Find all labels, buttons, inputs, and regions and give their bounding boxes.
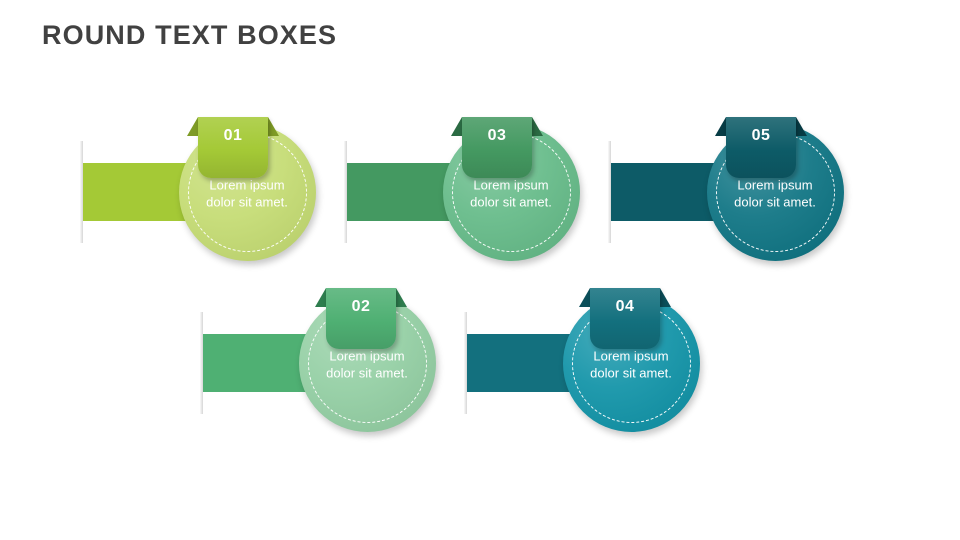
ribbon-fold-right-icon [532,117,543,136]
callout-number-05: 05 [751,127,771,144]
ribbon-tab-face [590,288,660,349]
callout-number-01: 01 [223,127,243,144]
ribbon-fold-left-icon [451,117,462,136]
callout-number-04: 04 [615,298,635,315]
ribbon-fold-left-icon [315,288,326,307]
ribbon-tab-02[interactable]: 02 [315,288,407,360]
ribbon-fold-right-icon [396,288,407,307]
ribbon-tab-04[interactable]: 04 [579,288,671,360]
ribbon-tab-03[interactable]: 03 [451,117,543,189]
ribbon-tab-05[interactable]: 05 [715,117,807,189]
ribbon-tab-face [726,117,796,178]
tail-end-edge [79,141,83,243]
ribbon-fold-left-icon [715,117,726,136]
tail-end-edge [199,312,203,414]
ribbon-fold-right-icon [796,117,807,136]
ribbon-tab-face [326,288,396,349]
ribbon-tab-face [198,117,268,178]
ribbon-fold-right-icon [660,288,671,307]
page-title: ROUND TEXT BOXES [42,20,338,50]
ribbon-tab-face [462,117,532,178]
ribbon-fold-right-icon [268,117,279,136]
ribbon-fold-left-icon [187,117,198,136]
ribbon-tab-01[interactable]: 01 [187,117,279,189]
tail-end-edge [343,141,347,243]
tail-end-edge [463,312,467,414]
tail-end-edge [607,141,611,243]
callout-number-02: 02 [351,298,371,315]
ribbon-fold-left-icon [579,288,590,307]
callout-number-03: 03 [487,127,507,144]
